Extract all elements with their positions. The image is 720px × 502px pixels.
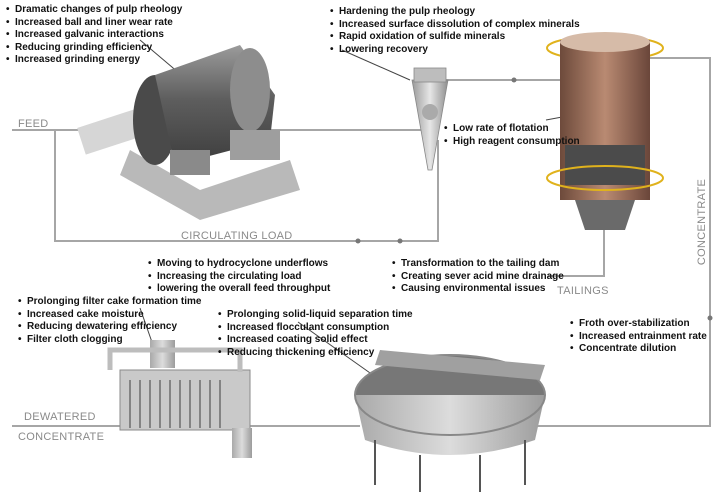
feed-label: FEED [18,118,49,130]
note-item: Reducing dewatering efficiency [18,321,201,334]
filter-press [107,340,252,458]
ball-mill [77,45,300,220]
flotation-notes: Low rate of flotation High reagent consu… [444,123,580,148]
note-item: Low rate of flotation [444,123,580,136]
tailings-line [548,225,605,277]
dewatered-label-line2: CONCENTRATE [18,431,105,443]
note-item: Increased entrainment rate [570,331,707,344]
note-item: Reducing thickening efficiency [218,347,413,360]
concentrate-label: CONCENTRATE [696,178,708,266]
thickener-notes: Prolonging solid-liquid separation time … [218,309,413,359]
tailings-notes: Transformation to the tailing dam Creati… [392,258,564,296]
note-item: Causing environmental issues [392,283,564,296]
note-item: Lowering recovery [330,44,580,57]
note-item: Froth over-stabilization [570,318,707,331]
cyclone-notes: Hardening the pulp rheology Increased su… [330,6,580,56]
note-item: High reagent consumption [444,136,580,149]
grinding-notes: Dramatic changes of pulp rheology Increa… [6,4,182,67]
note-item: Rapid oxidation of sulfide minerals [330,31,580,44]
filter-notes: Prolonging filter cake formation time In… [18,296,201,346]
concentrate-notes: Froth over-stabilization Increased entra… [570,318,707,356]
note-item: Increased coating solid effect [218,334,413,347]
note-item: Increasing the circulating load [148,271,330,284]
note-item: Dramatic changes of pulp rheology [6,4,182,17]
note-item: Creating sever acid mine drainage [392,271,564,284]
note-item: Increased surface dissolution of complex… [330,19,580,32]
tailings-label: TAILINGS [557,285,609,297]
note-item: Increased grinding energy [6,54,182,67]
note-item: Increased cake moisture [18,309,201,322]
circulating-load-line [54,130,439,242]
thickener [354,350,546,492]
note-item: Concentrate dilution [570,343,707,356]
note-item: Increased galvanic interactions [6,29,182,42]
note-item: Prolonging filter cake formation time [18,296,201,309]
note-item: Hardening the pulp rheology [330,6,580,19]
note-item: Prolonging solid-liquid separation time [218,309,413,322]
note-item: Filter cloth clogging [18,334,201,347]
circulating-load-label: CIRCULATING LOAD [181,230,293,242]
note-item: Reducing grinding efficiency [6,42,182,55]
note-item: lowering the overall feed throughput [148,283,330,296]
note-item: Increased flocculant consumption [218,322,413,335]
circulating-notes: Moving to hydrocyclone underflows Increa… [148,258,330,296]
flotation-column [546,32,664,230]
hydrocyclone [411,67,449,171]
note-item: Moving to hydrocyclone underflows [148,258,330,271]
note-item: Transformation to the tailing dam [392,258,564,271]
dewatered-label-line1: DEWATERED [24,411,96,423]
note-item: Increased ball and liner wear rate [6,17,182,30]
concentrate-line [520,57,711,427]
